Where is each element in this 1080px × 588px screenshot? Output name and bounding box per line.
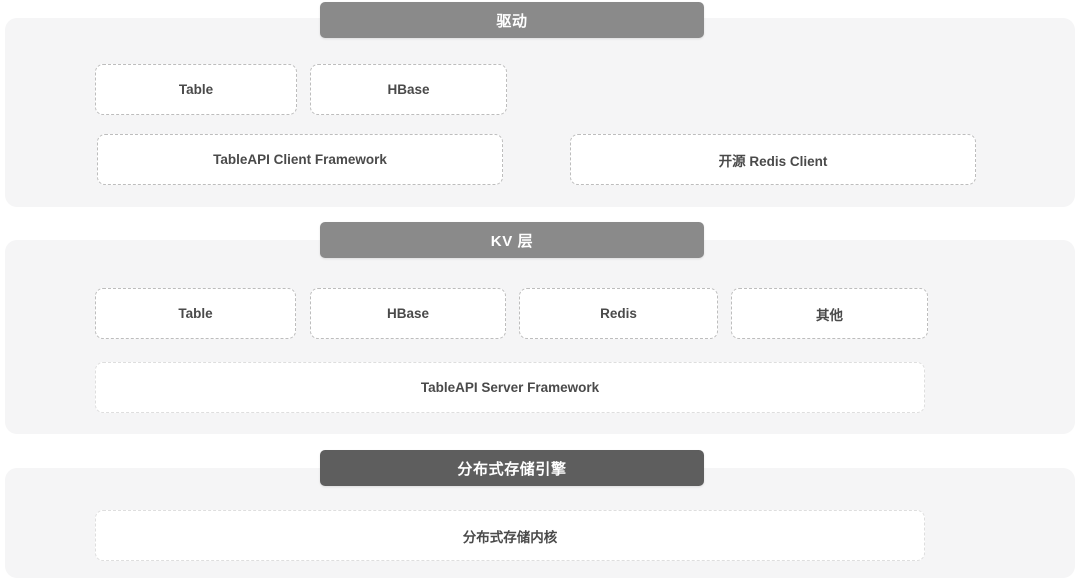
kv-other-box[interactable]: 其他 bbox=[731, 288, 928, 339]
driver-tableapi-client-framework-box[interactable]: TableAPI Client Framework bbox=[97, 134, 503, 185]
engine-layer-header: 分布式存储引擎 bbox=[320, 450, 704, 486]
kv-table-box[interactable]: Table bbox=[95, 288, 296, 339]
kv-layer-header: KV 层 bbox=[320, 222, 704, 258]
kv-tableapi-server-framework-box[interactable]: TableAPI Server Framework bbox=[95, 362, 925, 413]
kv-hbase-box[interactable]: HBase bbox=[310, 288, 506, 339]
engine-kernel-box[interactable]: 分布式存储内核 bbox=[95, 510, 925, 561]
kv-redis-box[interactable]: Redis bbox=[519, 288, 718, 339]
driver-layer-header: 驱动 bbox=[320, 2, 704, 38]
driver-open-source-redis-client-box[interactable]: 开源 Redis Client bbox=[570, 134, 976, 185]
driver-hbase-box[interactable]: HBase bbox=[310, 64, 507, 115]
driver-table-box[interactable]: Table bbox=[95, 64, 297, 115]
